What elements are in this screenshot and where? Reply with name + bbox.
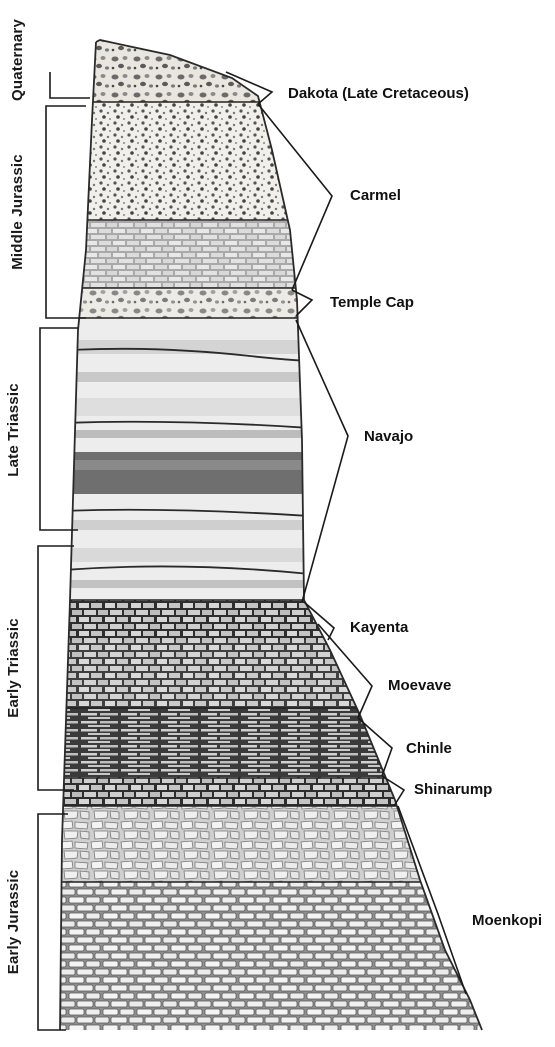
era-label-early-triassic: Early Triassic — [5, 618, 22, 718]
formation-label-moevave: Moevave — [388, 677, 451, 694]
formation-label-dakota: Dakota (Late Cretaceous) — [288, 85, 469, 102]
formation-label-temple-cap: Temple Cap — [330, 294, 414, 311]
formation-label-carmel: Carmel — [350, 187, 401, 204]
formation-label-kayenta: Kayenta — [350, 619, 409, 636]
bracket-middle-jurassic — [46, 106, 86, 318]
rock-column — [40, 30, 500, 1032]
layer-navajo — [40, 318, 500, 600]
layer-moenkopi-upper — [40, 806, 500, 882]
era-label-middle-jurassic: Middle Jurassic — [9, 154, 26, 270]
formation-label-shinarump: Shinarump — [414, 781, 492, 798]
layer-moevave — [40, 640, 500, 708]
layer-temple-cap — [40, 288, 500, 318]
layer-kayenta — [40, 600, 500, 640]
formation-label-moenkopi: Moenkopi — [472, 912, 542, 929]
formation-label-navajo: Navajo — [364, 428, 413, 445]
layer-moenkopi-lower — [40, 882, 500, 1032]
era-labels: Quaternary Middle Jurassic Late Triassic… — [5, 19, 26, 975]
layer-carmel-lower — [40, 220, 500, 288]
era-label-quaternary: Quaternary — [9, 19, 26, 101]
era-label-late-triassic: Late Triassic — [5, 383, 22, 477]
bracket-quaternary — [50, 72, 90, 98]
era-label-early-jurassic: Early Jurassic — [5, 870, 22, 975]
formation-label-chinle: Chinle — [406, 740, 452, 757]
